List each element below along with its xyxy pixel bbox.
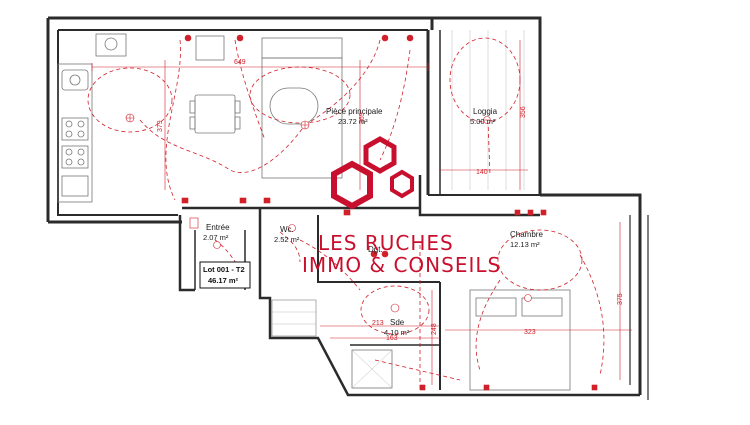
dim-213: 213 (372, 320, 384, 327)
dim-369: 369 (359, 112, 366, 124)
dim-649: 649 (234, 59, 246, 66)
room-area-wc: 2.52 m² (274, 235, 300, 244)
room-name-loggia: Loggia (473, 107, 498, 116)
room-area-piece-principale: 23.72 m² (338, 117, 368, 126)
dim-375: 375 (617, 293, 624, 305)
room-area-chambre: 12.13 m² (510, 240, 540, 249)
dim-248: 248 (431, 323, 438, 335)
dimension-labels: 649 379 369 356 140 213 163 248 323 375 (157, 59, 624, 342)
room-area-sde: 4.10 m² (384, 328, 410, 337)
room-name-sde: Sde (390, 318, 405, 327)
dim-163: 163 (386, 335, 398, 342)
electrical-network (87, 37, 605, 390)
room-name-dgt: Dgt. (368, 245, 383, 254)
room-name-chambre: Chambre (510, 230, 543, 239)
dim-356: 356 (520, 106, 527, 118)
watermark-logo (331, 136, 414, 210)
electrical-symbols (125, 34, 598, 391)
dim-379: 379 (157, 120, 164, 132)
watermark-line2: IMMO & CONSEILS (302, 253, 501, 277)
room-name-wc: Wc. (280, 225, 294, 234)
dim-140: 140 (476, 169, 488, 176)
lot-label: Lot 001 - T2 (203, 265, 245, 274)
room-area-loggia: 5.00 m² (470, 117, 496, 126)
walls (46, 16, 649, 400)
fixtures (57, 30, 571, 391)
room-area-entree: 2.07 m² (203, 233, 229, 242)
dim-323: 323 (524, 329, 536, 336)
watermark-text: LES RUCHES IMMO & CONSEILS (302, 231, 501, 277)
room-name-entree: Entrée (206, 223, 230, 232)
lot-info-box: Lot 001 - T2 46.17 m² (199, 261, 251, 289)
lot-area: 46.17 m² (208, 276, 239, 285)
dimension-lines (91, 40, 632, 385)
room-name-piece-principale: Pièce principale (326, 107, 383, 116)
watermark-line1: LES RUCHES (318, 231, 454, 255)
room-labels: Pièce principale 23.72 m² Loggia 5.00 m²… (203, 107, 543, 337)
